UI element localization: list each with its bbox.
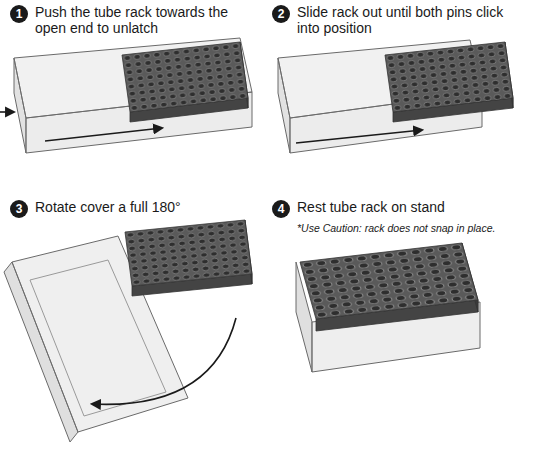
step-instruction: Push the tube rack towards the open end … — [35, 4, 235, 36]
step-instruction: Rest tube rack on stand — [297, 199, 527, 215]
housing — [14, 38, 252, 153]
step-header: 1 Push the tube rack towards the open end… — [10, 4, 235, 36]
step-header: 4 Rest tube rack on stand — [272, 199, 527, 218]
tube-rack — [122, 42, 248, 122]
tube-rack — [125, 220, 252, 296]
tube-rack — [385, 42, 513, 122]
step-header: 3 Rotate cover a full 180° — [10, 199, 265, 218]
caution-note: *Use Caution: rack does not snap in plac… — [297, 222, 495, 234]
step-number: 3 — [10, 200, 28, 218]
step-number: 4 — [272, 200, 290, 218]
step-number: 2 — [272, 5, 290, 23]
step-header: 2 Slide rack out until both pins click in… — [272, 4, 512, 36]
step-instruction: Slide rack out until both pins click int… — [297, 4, 512, 36]
push-arrow — [0, 111, 14, 113]
step-instruction: Rotate cover a full 180° — [35, 199, 265, 215]
slide-arrow — [45, 128, 162, 141]
step-number: 1 — [10, 5, 28, 23]
tube-rack — [300, 243, 478, 331]
rotate-arrow — [92, 318, 236, 404]
slide-arrow — [296, 130, 422, 143]
